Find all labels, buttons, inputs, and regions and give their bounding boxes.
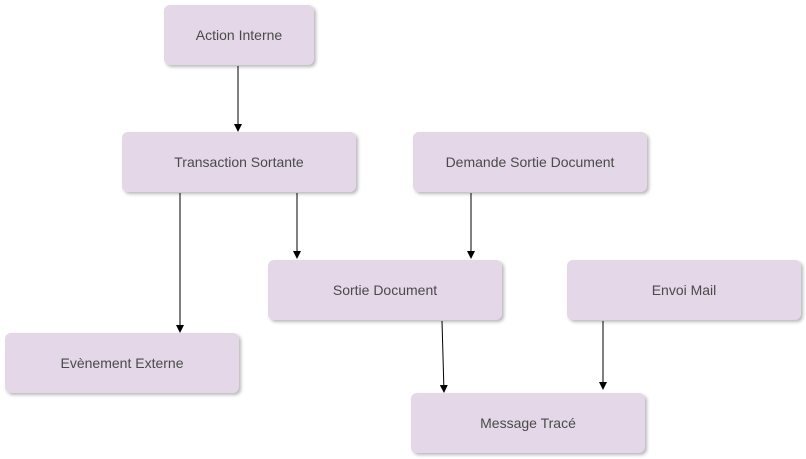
node-envoi-mail[interactable]: Envoi Mail <box>567 260 801 320</box>
node-label: Sortie Document <box>332 282 438 298</box>
node-sortie-document[interactable]: Sortie Document <box>268 260 502 320</box>
node-label: Transaction Sortante <box>174 154 304 170</box>
node-transaction-sortante[interactable]: Transaction Sortante <box>122 132 356 192</box>
node-label: Evènement Externe <box>60 355 184 371</box>
node-label: Envoi Mail <box>651 282 717 298</box>
node-evenement-externe[interactable]: Evènement Externe <box>5 333 239 393</box>
node-label: Message Tracé <box>480 415 576 431</box>
arrow-sortie-document-to-message-trace <box>439 320 448 393</box>
node-action-interne[interactable]: Action Interne <box>164 5 314 65</box>
node-demande-sortie-document[interactable]: Demande Sortie Document <box>413 132 647 192</box>
node-label: Action Interne <box>195 27 283 43</box>
node-label: Demande Sortie Document <box>445 154 615 170</box>
node-message-trace[interactable]: Message Tracé <box>411 393 645 453</box>
